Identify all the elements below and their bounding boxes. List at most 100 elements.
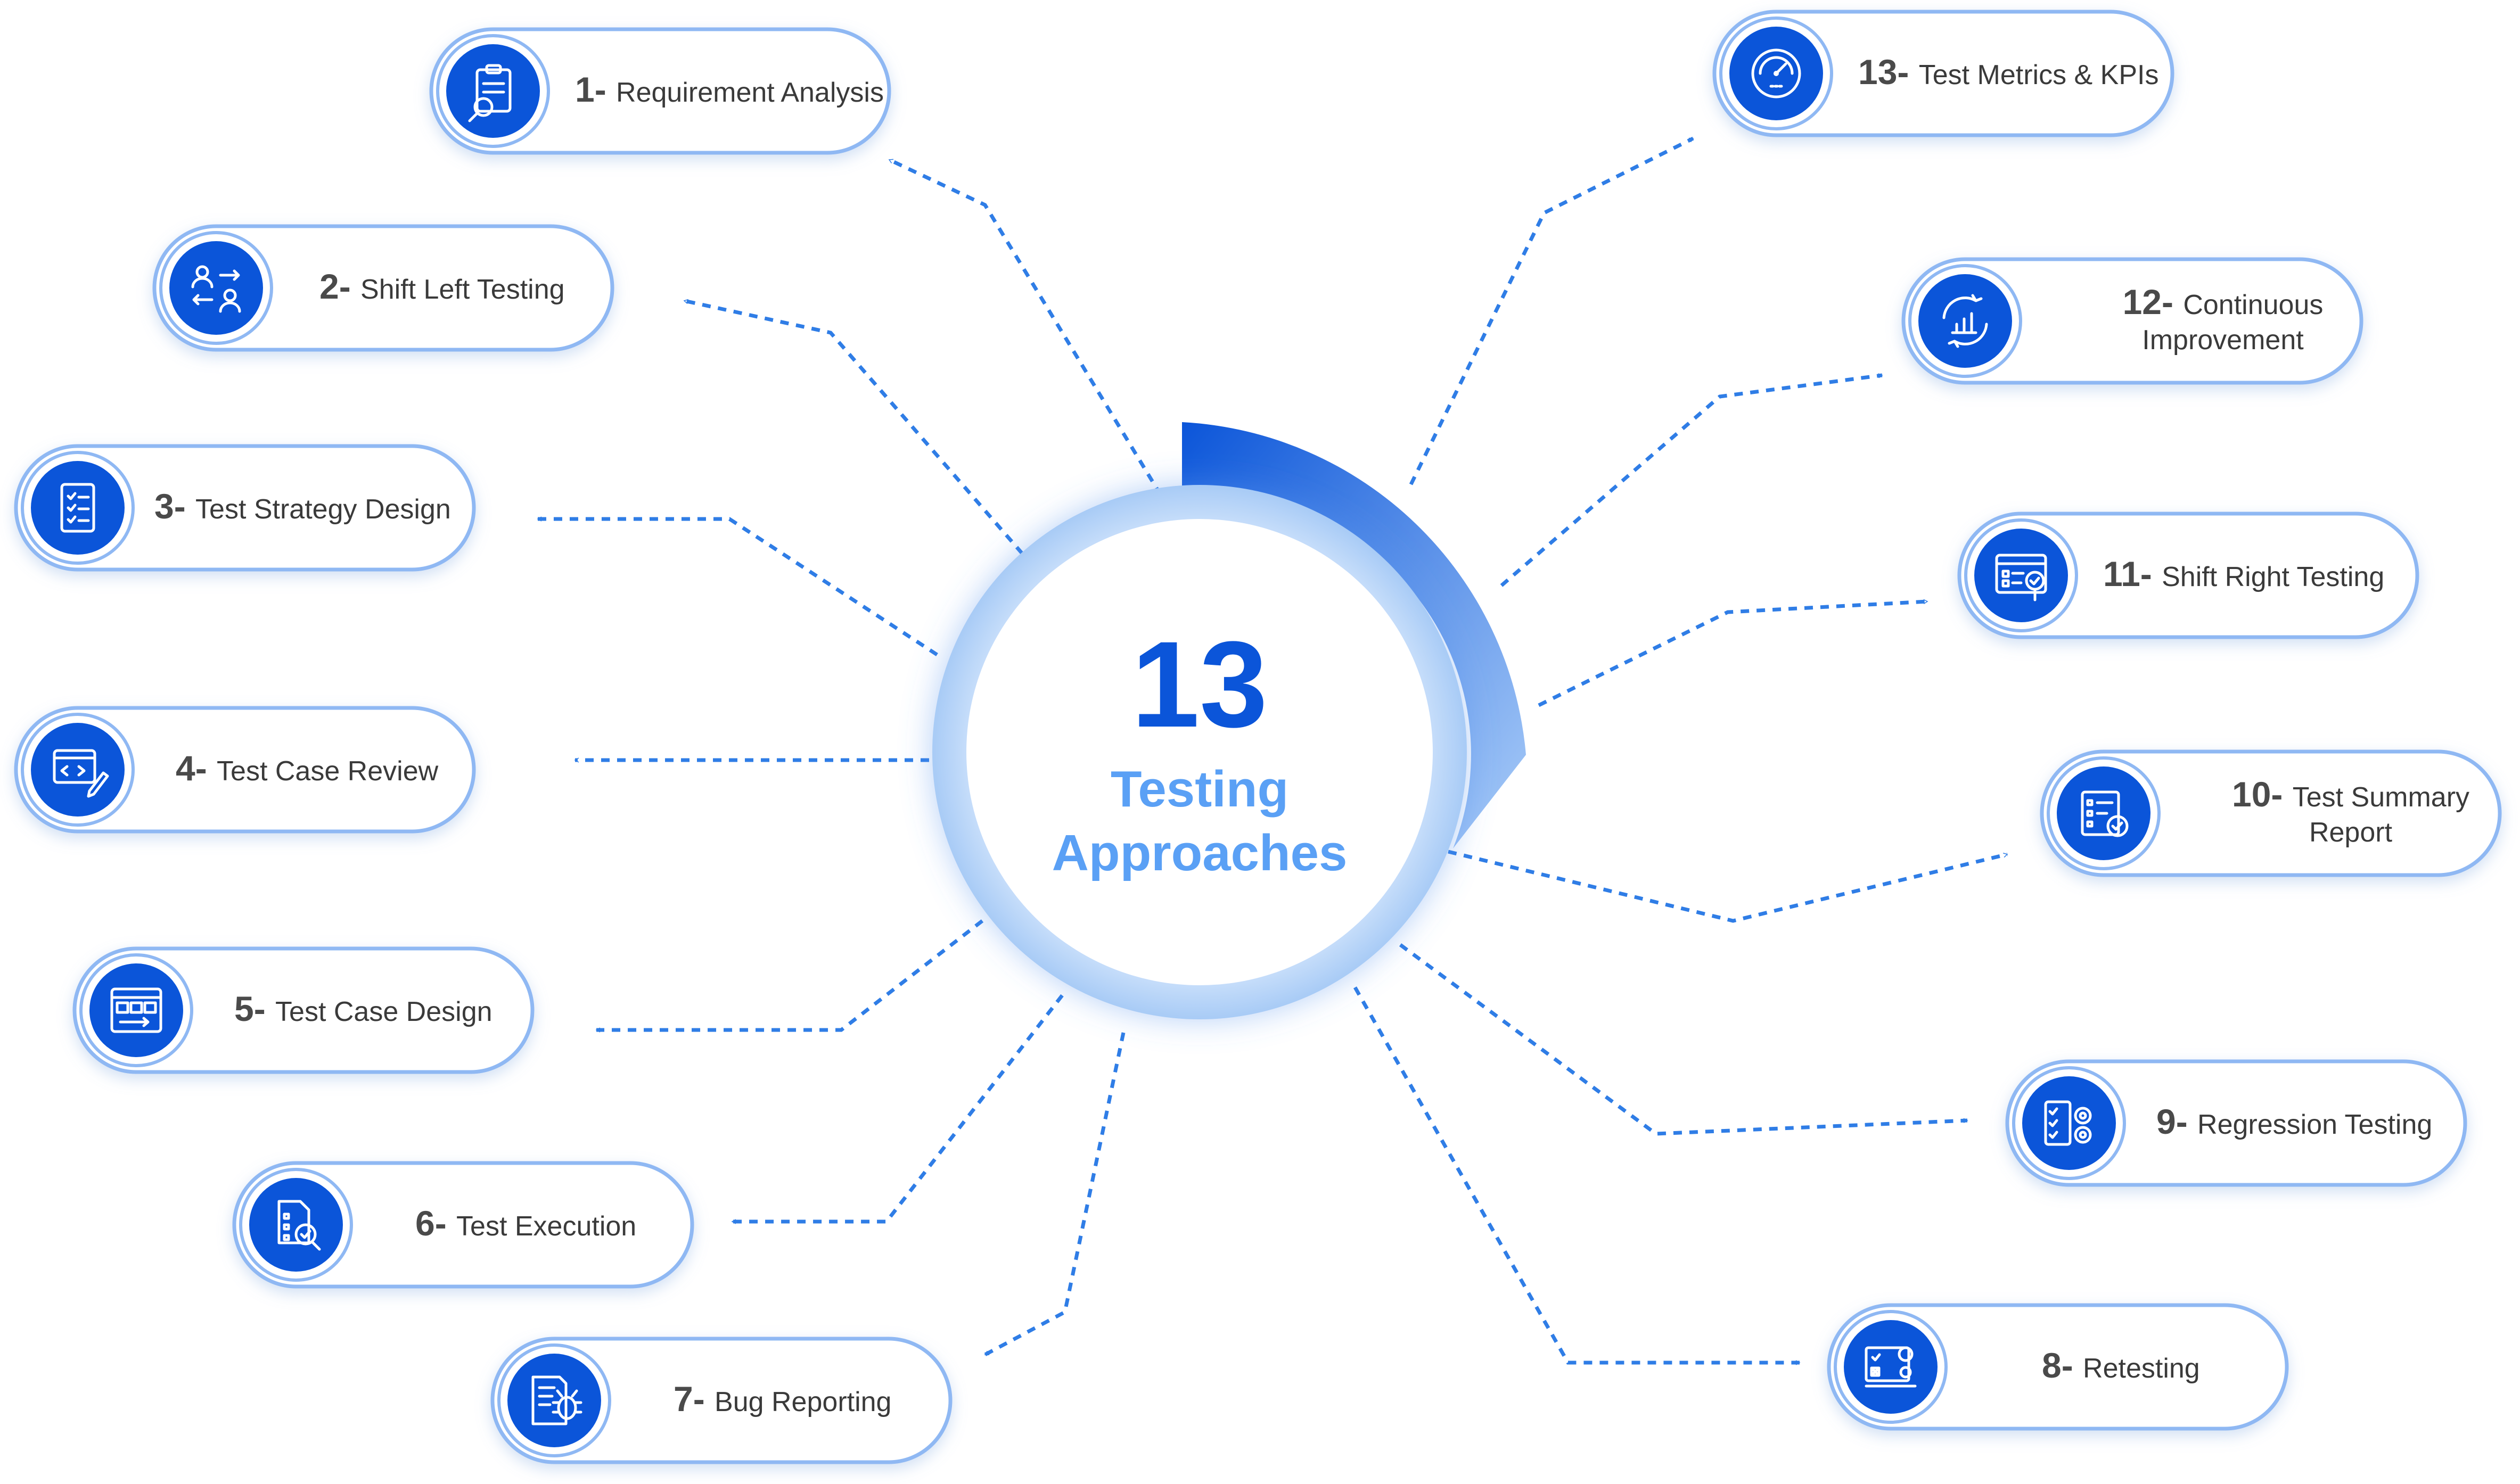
- pill-label: 5- Test Case Design: [234, 989, 492, 1028]
- pill-label: 11- Shift Right Testing: [2103, 554, 2384, 593]
- approach-pill-8: 8- Retesting: [1827, 1303, 2289, 1431]
- connector-8: [1353, 986, 1801, 1365]
- monitor-gear-icon: [1834, 1310, 1948, 1424]
- pill-text: Test Case Review: [217, 756, 439, 787]
- pill-number: 3-: [154, 487, 195, 526]
- cycle-chart-icon: [1908, 264, 2022, 378]
- pill-number: 4-: [176, 748, 217, 788]
- approach-pill-2: 2- Shift Left Testing: [152, 224, 614, 352]
- connector-5: [595, 919, 984, 1033]
- users-exchange-icon: [159, 231, 273, 345]
- connector-13: [1409, 136, 1694, 485]
- pill-background: [14, 706, 476, 834]
- pill-label: 9- Regression Testing: [2156, 1102, 2432, 1141]
- approach-pill-6: 6- Test Execution: [232, 1161, 694, 1289]
- center-inner-circle: [966, 519, 1433, 985]
- document-search-icon: [239, 1168, 353, 1282]
- approach-pill-9: 9- Regression Testing: [2005, 1059, 2467, 1187]
- clipboard-search-icon: [436, 34, 550, 148]
- pill-background: [2005, 1059, 2467, 1187]
- pill-number: 5-: [234, 989, 275, 1028]
- pill-background: [1712, 10, 2174, 137]
- speedometer-icon: [1719, 17, 1833, 130]
- pill-text-line1: Test Summary: [2293, 782, 2469, 813]
- pill-number: 6-: [415, 1203, 456, 1243]
- pill-background: [14, 444, 476, 572]
- pill-background: [490, 1337, 953, 1464]
- approach-pills: 1- Requirement Analysis 2- Shift Left Tes…: [14, 10, 2502, 1464]
- pill-text: Bug Reporting: [715, 1387, 891, 1417]
- pill-text: Shift Right Testing: [2162, 562, 2384, 592]
- pill-text: Test Case Design: [275, 996, 492, 1027]
- connector-7: [984, 1032, 1126, 1357]
- center-hub: 13 Testing Approaches: [932, 422, 1526, 1019]
- checklist-icon: [21, 451, 135, 565]
- connector-10: [1448, 850, 2008, 923]
- pill-number: 8-: [2042, 1346, 2083, 1385]
- pill-background: [1827, 1303, 2289, 1431]
- pill-number: 2-: [319, 267, 360, 306]
- pill-number: 7-: [674, 1379, 715, 1419]
- approach-pill-11: 11- Shift Right Testing: [1957, 512, 2419, 639]
- pill-label: 3- Test Strategy Design: [154, 487, 451, 526]
- center-title-line1: Testing: [1111, 761, 1288, 818]
- pill-background: [429, 27, 891, 155]
- pill-label: 4- Test Case Review: [176, 748, 439, 788]
- connector-3: [537, 516, 938, 656]
- approach-pill-5: 5- Test Case Design: [72, 946, 535, 1074]
- pill-number: 12-: [2123, 282, 2184, 321]
- approach-pill-7: 7- Bug Reporting: [490, 1337, 953, 1464]
- connector-lines: [537, 136, 2008, 1365]
- approach-pill-3: 3- Test Strategy Design: [14, 444, 476, 572]
- approach-pill-1: 1- Requirement Analysis: [429, 27, 891, 155]
- pill-label: 8- Retesting: [2042, 1346, 2200, 1385]
- center-number: 13: [1131, 616, 1268, 753]
- connector-11: [1538, 599, 1928, 707]
- pill-text: Requirement Analysis: [616, 77, 884, 108]
- bug-report-icon: [497, 1343, 611, 1457]
- pill-text-line2: Report: [2309, 817, 2393, 848]
- connector-9: [1399, 943, 1968, 1136]
- pill-text: Regression Testing: [2197, 1109, 2432, 1140]
- connector-12: [1500, 373, 1883, 587]
- connector-6: [731, 994, 1064, 1224]
- pill-label: 7- Bug Reporting: [674, 1379, 891, 1419]
- pill-text-line1: Continuous: [2183, 290, 2323, 320]
- pill-text-line2: Improvement: [2142, 325, 2304, 356]
- checklist-gears-icon: [2012, 1066, 2126, 1180]
- pill-number: 10-: [2232, 774, 2293, 814]
- pill-text: Test Strategy Design: [195, 494, 451, 525]
- pill-background: [2040, 749, 2502, 877]
- pill-background: [1957, 512, 2419, 639]
- pill-number: 9-: [2156, 1102, 2197, 1141]
- code-edit-icon: [21, 713, 135, 827]
- pill-text: Test Metrics & KPIs: [1919, 60, 2159, 90]
- pill-background: [232, 1161, 694, 1289]
- pill-label: 13- Test Metrics & KPIs: [1858, 52, 2159, 92]
- center-title-line2: Approaches: [1052, 825, 1348, 881]
- pill-label: 1- Requirement Analysis: [575, 70, 884, 109]
- report-check-icon: [2047, 756, 2161, 870]
- pill-text: Retesting: [2083, 1353, 2200, 1384]
- pill-text: Shift Left Testing: [360, 274, 565, 305]
- connector-2: [683, 299, 1024, 555]
- pill-number: 13-: [1858, 52, 1919, 92]
- connector-1: [888, 158, 1162, 496]
- pill-label: 6- Test Execution: [415, 1203, 636, 1243]
- pill-background: [72, 946, 535, 1074]
- browser-layout-icon: [79, 953, 193, 1067]
- pill-number: 1-: [575, 70, 616, 109]
- approach-pill-4: 4- Test Case Review: [14, 706, 476, 834]
- pill-number: 11-: [2103, 554, 2162, 593]
- browser-check-icon: [1964, 518, 2078, 632]
- pill-text: Test Execution: [456, 1211, 636, 1242]
- progress-arc: [1182, 422, 1526, 848]
- approach-pill-13: 13- Test Metrics & KPIs: [1712, 10, 2174, 137]
- pill-background: [152, 224, 614, 352]
